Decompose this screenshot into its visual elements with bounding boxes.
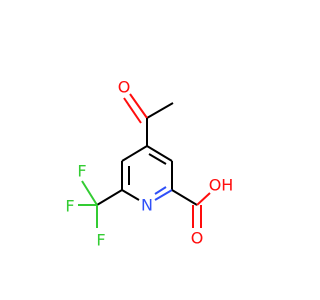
bond-carbonyl-oxygen-1 xyxy=(129,93,148,119)
bond-ring-c6-n-inner xyxy=(154,186,167,195)
bond-ring-c4-c5 xyxy=(146,145,173,162)
fluorine-left-label: F xyxy=(65,197,74,216)
bond-ring-cf3 xyxy=(96,189,123,206)
bond-carbonyl-oxygen-2 xyxy=(123,97,142,124)
ketone-oxygen-label: O xyxy=(118,78,131,97)
pyridine-nitrogen-label: N xyxy=(141,196,153,215)
bond-ring-c6-n-outer xyxy=(154,189,173,201)
bond-ring-c4-c5-inner xyxy=(148,153,167,165)
bond-ring-c4-c3 xyxy=(121,145,148,162)
hydroxyl-label: OH xyxy=(209,176,234,195)
bond-ring-c2-n xyxy=(121,189,140,201)
bond-cf3-fluorine-top xyxy=(81,180,98,206)
bond-carboxyl-hydroxyl xyxy=(196,192,211,206)
bond-methyl-carbonyl xyxy=(146,102,174,119)
fluorine-top-label: F xyxy=(77,162,86,181)
bond-ring-carboxyl xyxy=(171,189,198,206)
fluorine-bottom-label: F xyxy=(96,231,105,250)
molecule-structure-diagram: O N OH O F F F xyxy=(65,78,234,250)
carboxyl-oxygen-label: O xyxy=(191,229,204,248)
